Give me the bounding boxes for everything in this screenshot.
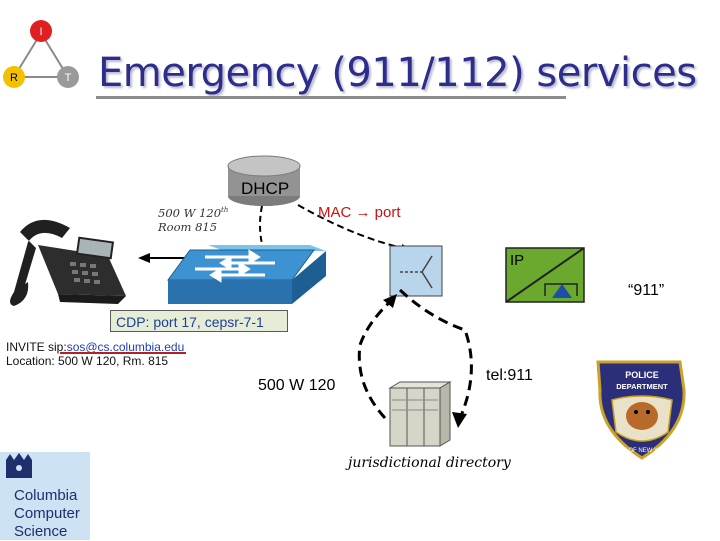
logo-letter-i: I [39,26,42,38]
jurisdictional-directory-label: jurisdictional directory [348,455,511,471]
gateway-icon [389,245,443,297]
server-rack-icon [388,381,452,447]
dhcp-label: DHCP [241,179,290,198]
response-arrowhead [452,412,467,428]
tel-911-label: tel:911 [486,367,533,384]
address-line2: Room 815 [158,219,218,234]
call-911-label: “911” [628,282,665,299]
dhcp-server-icon [227,155,301,206]
logo-circle-t [57,66,79,88]
logo-letter-r: R [10,72,18,84]
logo-line-1: Columbia [14,487,78,504]
invite-prefix: INVITE sip: [6,340,67,354]
sip-invite-text: INVITE sip:sos@cs.columbia.edu Location:… [6,340,184,368]
cdp-info-box: CDP: port 17, cepsr-7-1 [110,310,288,332]
network-switch-icon [167,245,326,304]
columbia-cs-logo-text: Columbia Computer Science [14,487,80,541]
badge-line2: DEPARTMENT [616,382,668,391]
lookup-response-path [398,288,473,419]
lookup-request-path [357,298,394,420]
dhcp-switch-link [259,205,263,245]
address-line1: 500 W 120 [158,205,222,220]
phone-arrowhead [138,253,150,263]
logo-circle-r [3,66,25,88]
police-badge-icon: POLICE DEPARTMENT CITY OF NEW YORK [596,360,686,460]
title-underline [96,96,566,99]
badge-arc: CITY OF NEW YORK [613,448,671,454]
invite-underline [60,352,186,354]
invite-location: Location: 500 W 120, Rm. 815 [6,354,169,368]
logo-line-3: Science [14,523,68,540]
phone-address-label: 500 W 120th Room 815 [158,203,228,234]
ip-phone-icon [10,219,126,306]
address-line1-sup: th [221,206,229,214]
logo-circle-i [30,20,52,42]
crown-icon [0,452,90,540]
sos-uri-link[interactable]: sos@cs.columbia.edu [66,340,185,354]
ip-label: IP [510,252,525,269]
ip-gateway-icon [505,247,585,303]
mac-port-label: MAC → port [318,204,401,221]
logo-line-2: Computer [14,505,80,522]
request-arrowhead [383,294,397,308]
badge-line1: POLICE [625,370,659,380]
location-label: 500 W 120 [258,377,336,394]
page-title: Emergency (911/112) services [98,50,697,96]
irt-logo: I R T [3,20,79,88]
logo-letter-t: T [65,72,72,84]
